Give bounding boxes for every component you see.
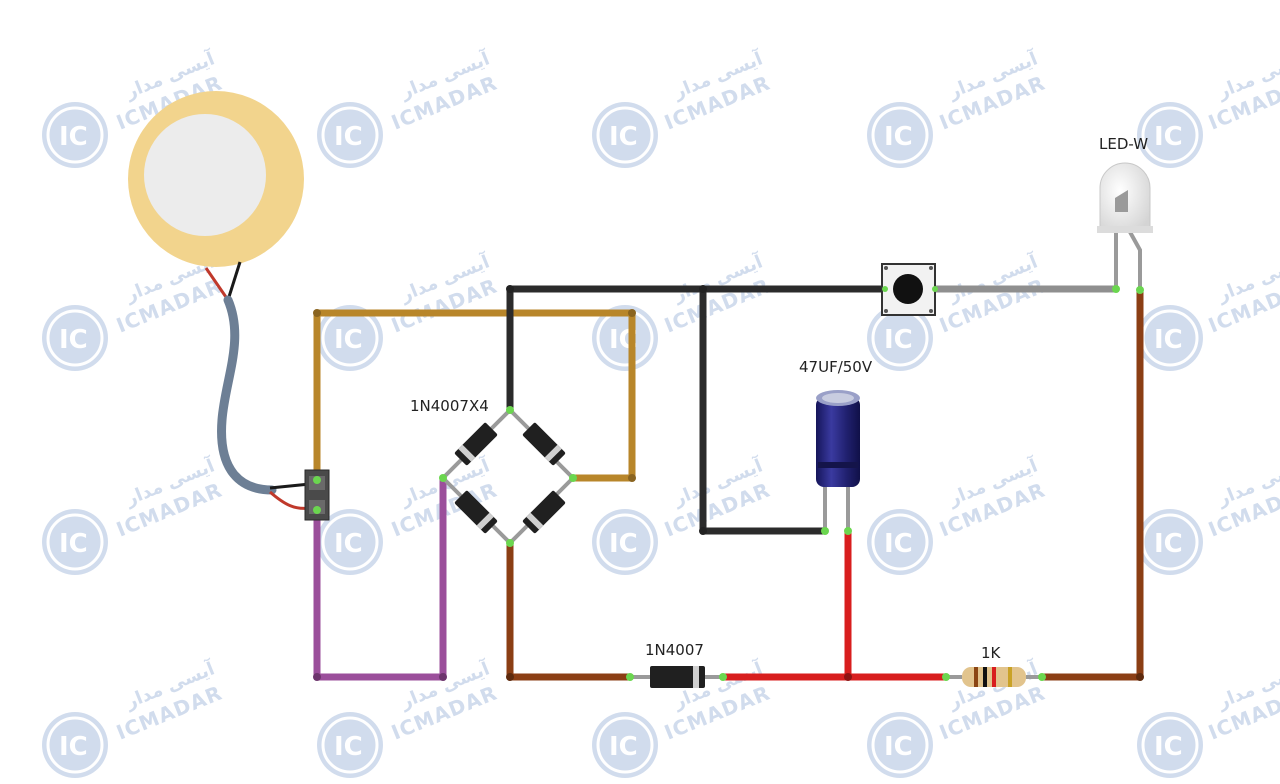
watermark-logo xyxy=(40,507,110,577)
watermark-logo xyxy=(865,100,935,170)
led-label: LED-W xyxy=(1099,135,1148,153)
bridge-diode xyxy=(454,490,498,534)
watermark-logo xyxy=(315,710,385,780)
cable-wire-red xyxy=(269,490,311,510)
watermark-logo xyxy=(40,710,110,780)
piezo-cable xyxy=(217,295,277,495)
cable-wire-black xyxy=(269,482,311,490)
piezo-disc xyxy=(128,91,304,267)
wire-brown-right xyxy=(1038,286,1144,681)
diode-label: 1N4007 xyxy=(645,641,704,659)
bridge-label: 1N4007X4 xyxy=(410,397,489,415)
piezo-lead-black xyxy=(226,261,242,301)
watermark-logo xyxy=(1135,507,1205,577)
watermark-logo xyxy=(40,100,110,170)
watermark-logo xyxy=(40,303,110,373)
watermark-logo xyxy=(590,710,660,780)
capacitor-label: 47UF/50V xyxy=(799,358,873,376)
wire-junctions xyxy=(313,285,1144,681)
bridge-diode xyxy=(454,422,498,466)
push-button xyxy=(881,263,936,316)
bridge-diode xyxy=(522,490,566,534)
piezo-lead-red xyxy=(204,267,230,301)
terminal-markers xyxy=(313,285,1144,681)
resistor-label: 1K xyxy=(981,644,1002,662)
led xyxy=(1097,162,1153,290)
watermark-logo xyxy=(590,100,660,170)
watermark-logo xyxy=(315,100,385,170)
watermark-logo xyxy=(1135,303,1205,373)
bridge-diode xyxy=(522,422,566,466)
watermark-logo xyxy=(865,507,935,577)
bridge-rectifier xyxy=(441,408,575,545)
wire-purple xyxy=(313,474,447,681)
watermark-logo xyxy=(590,507,660,577)
capacitor xyxy=(816,390,860,531)
watermark-logo xyxy=(865,710,935,780)
watermark-logo xyxy=(1135,710,1205,780)
